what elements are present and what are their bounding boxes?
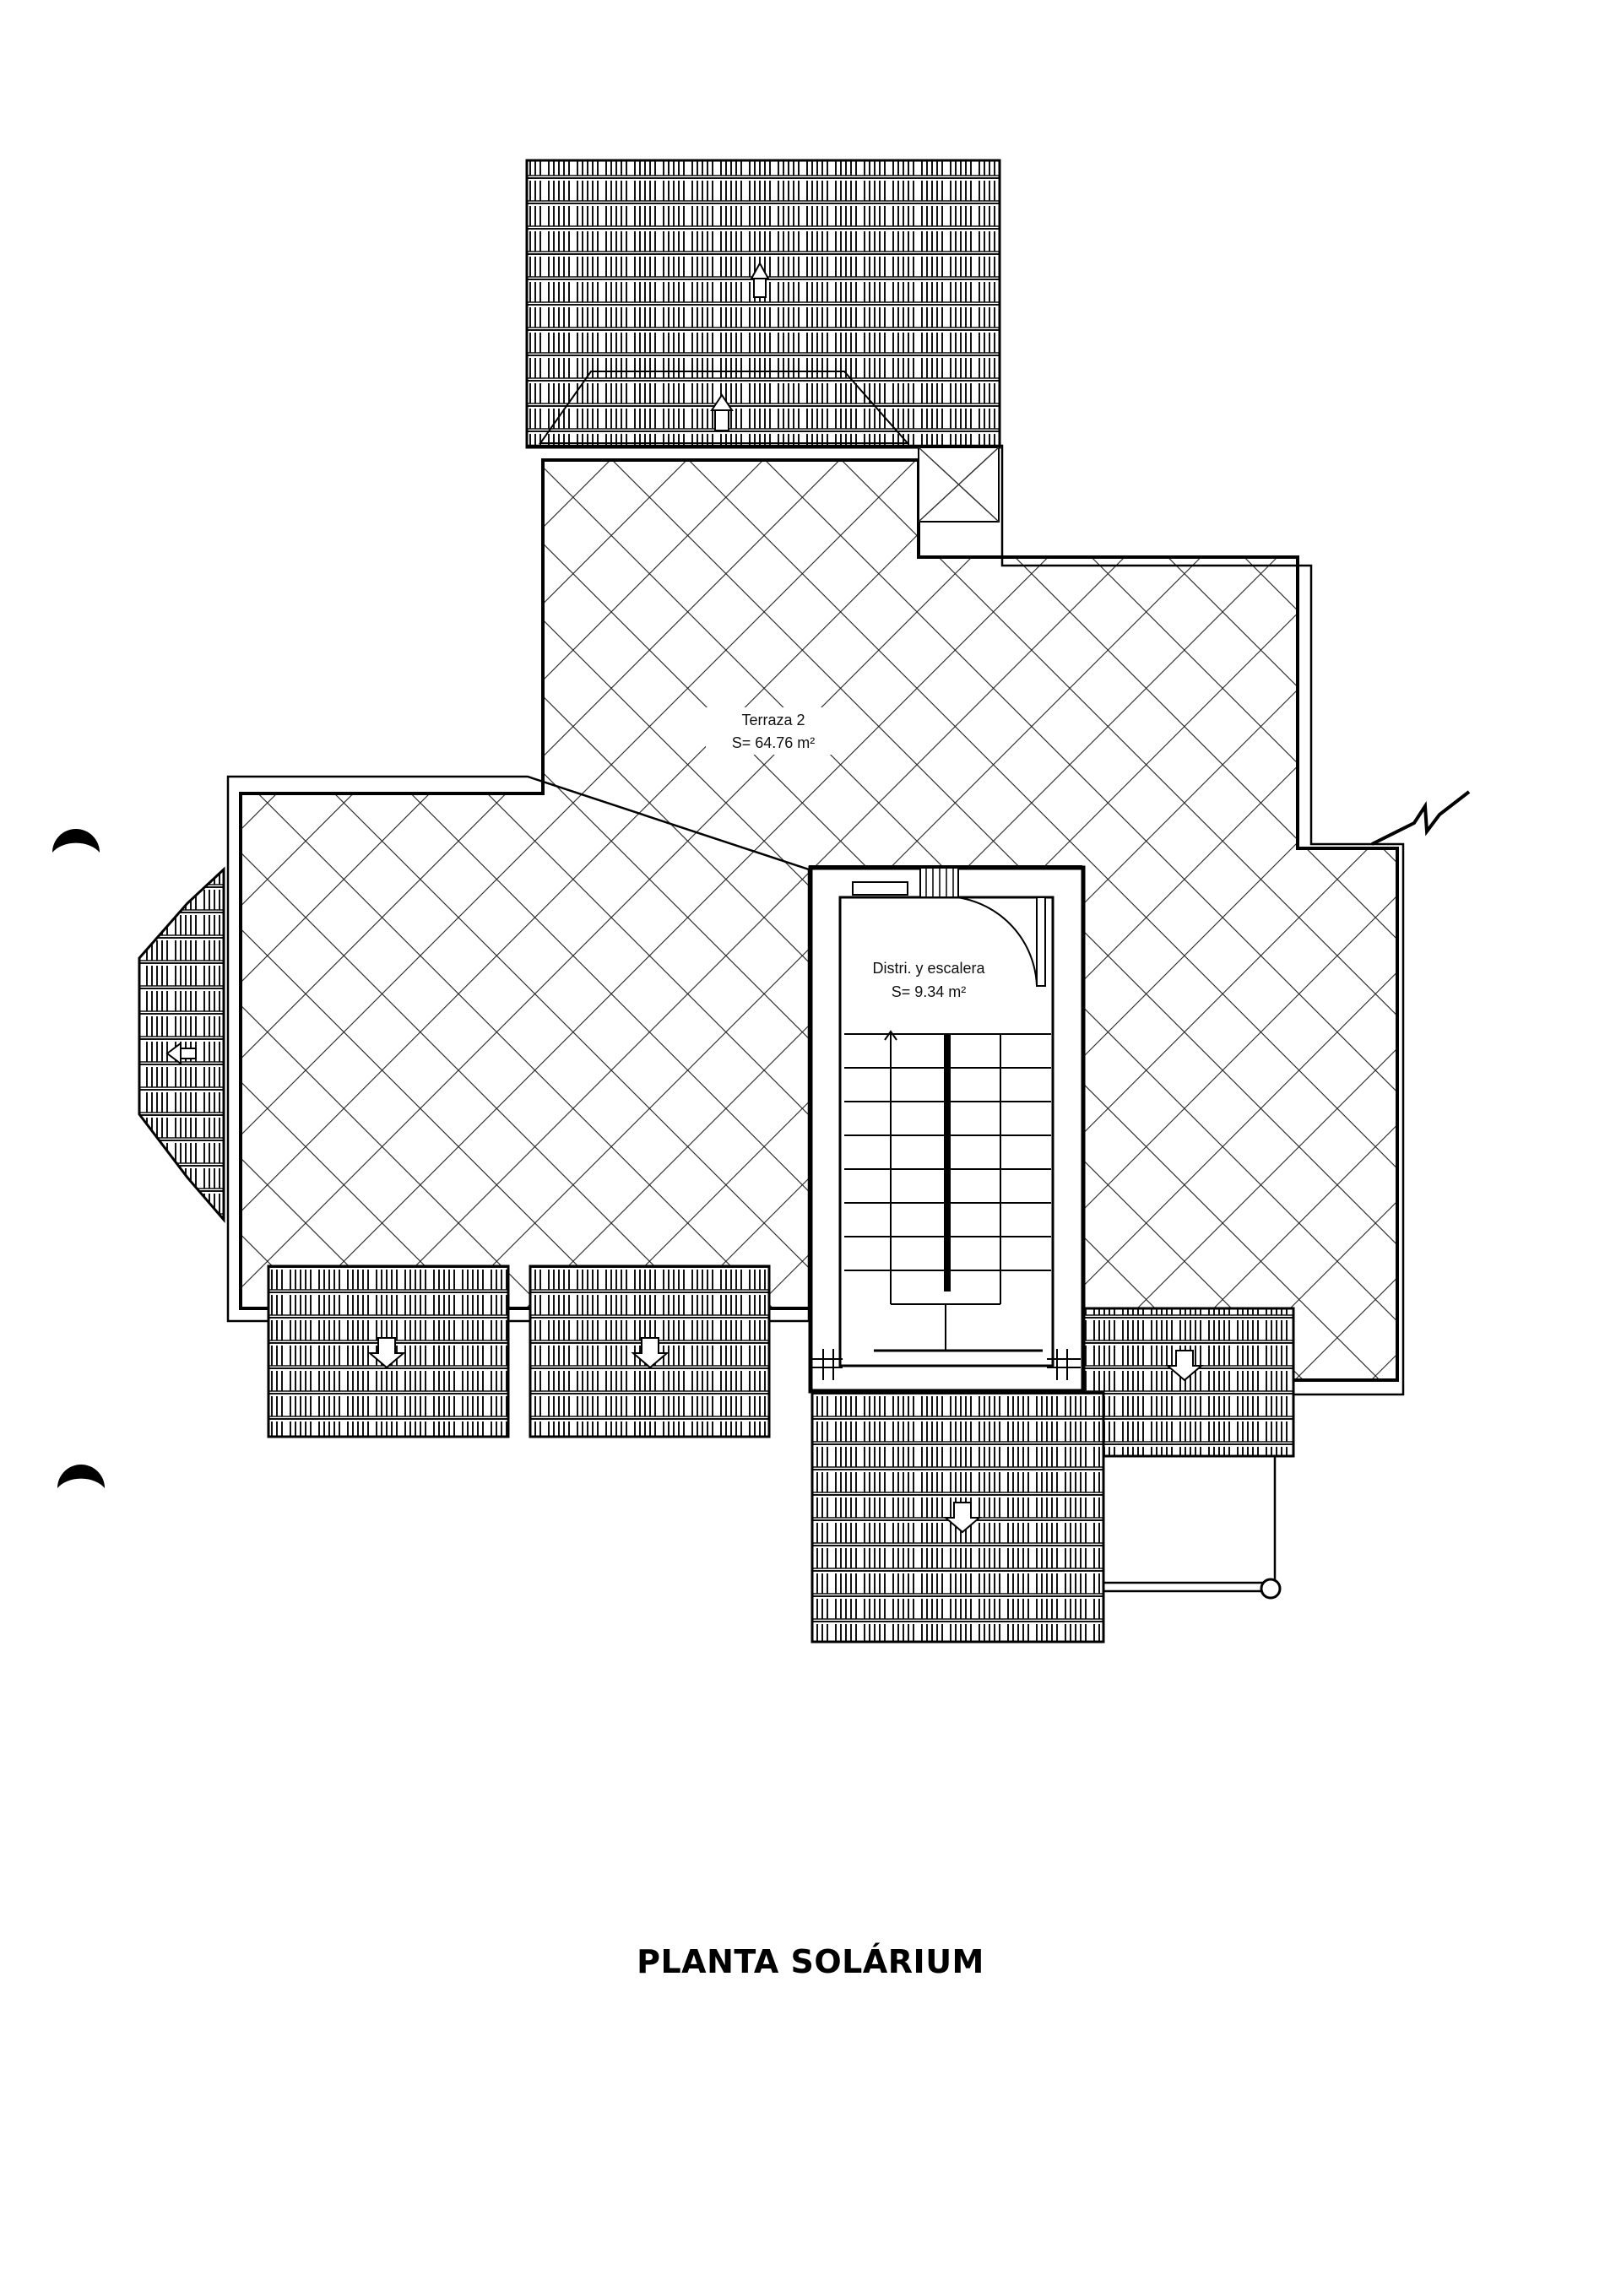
break-line-icon bbox=[1371, 790, 1471, 846]
slope-arrow-icon bbox=[367, 1337, 406, 1369]
slope-arrow-icon bbox=[1165, 1350, 1204, 1382]
pillar-icon bbox=[1260, 1578, 1282, 1600]
slope-arrow-icon bbox=[165, 1042, 197, 1065]
slope-arrow-icon bbox=[631, 1337, 670, 1369]
south-stair-roof bbox=[810, 1391, 1105, 1643]
room-area: S= 9.34 m² bbox=[892, 983, 967, 1000]
room-name: Terraza 2 bbox=[741, 712, 805, 728]
stair-core bbox=[808, 865, 1086, 1394]
slope-arrow-icon bbox=[710, 393, 734, 431]
south-roof-1 bbox=[267, 1264, 510, 1438]
west-roof bbox=[138, 866, 225, 1224]
slope-arrow-icon bbox=[943, 1502, 982, 1534]
room-area: S= 64.76 m² bbox=[732, 734, 816, 751]
room-name: Distri. y escalera bbox=[872, 960, 985, 977]
room-label-terraza: Terraza 2 S= 64.76 m² bbox=[706, 707, 841, 755]
stair-direction-arrow-icon bbox=[884, 1030, 897, 1041]
north-roof bbox=[525, 159, 1001, 449]
binder-hole-mark-icon bbox=[57, 1465, 105, 1488]
south-east-roof bbox=[1079, 1307, 1295, 1458]
binder-hole-mark-icon bbox=[52, 829, 100, 853]
pergola bbox=[1072, 1456, 1282, 1600]
slope-arrow-icon bbox=[750, 261, 770, 298]
south-roof-2 bbox=[529, 1264, 771, 1438]
plan-title: PLANTA SOLÁRIUM bbox=[637, 1943, 984, 1980]
room-label-escalera: Distri. y escalera S= 9.34 m² bbox=[844, 956, 1017, 1004]
stair-flight bbox=[844, 1030, 1051, 1352]
